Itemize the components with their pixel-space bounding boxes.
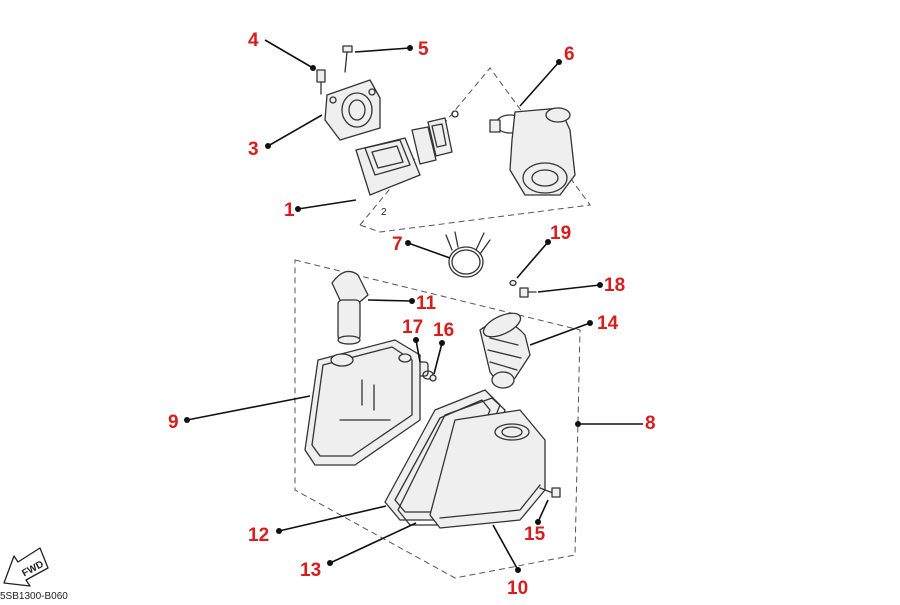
callout-8: 8 <box>645 413 656 434</box>
callout-9: 9 <box>168 412 179 433</box>
part-5-screw <box>342 45 353 73</box>
intake-group-outline <box>359 67 591 233</box>
callout-11: 11 <box>416 293 437 314</box>
callout-10: 10 <box>507 578 528 599</box>
part-15-screw <box>539 487 561 498</box>
part-1-reed-valve <box>355 110 459 196</box>
callout-17: 17 <box>402 317 423 338</box>
part-9-air-cleaner-case <box>304 339 421 466</box>
callout-13: 13 <box>300 560 321 581</box>
callout-19: 19 <box>550 223 571 244</box>
callout-15: 15 <box>524 524 546 545</box>
air-cleaner-group-outline <box>294 259 581 579</box>
part-11-intake-duct <box>331 270 369 345</box>
callout-18: 18 <box>604 275 625 296</box>
part-3-intake-manifold <box>324 79 381 141</box>
callout-1: 1 <box>284 200 295 221</box>
fwd-arrow-icon: FWD <box>3 547 49 587</box>
part-16-collar <box>429 374 437 382</box>
part-19-washer <box>509 279 517 287</box>
callout-14: 14 <box>597 313 619 334</box>
callout-12: 12 <box>248 525 269 546</box>
callout-5: 5 <box>418 39 429 60</box>
callout-3: 3 <box>248 139 259 160</box>
part-10-air-cleaner-cap <box>429 409 546 529</box>
part-18-screw <box>519 287 537 298</box>
callout-6: 6 <box>564 44 575 65</box>
part-4-bolt <box>316 69 326 95</box>
callout-7: 7 <box>392 234 403 255</box>
drawing-code: 5SB1300-B060 <box>0 591 68 600</box>
callout-16: 16 <box>433 320 454 341</box>
carburetor-joint <box>509 107 576 196</box>
leader-lines <box>184 39 643 573</box>
callout-4: 4 <box>248 30 259 51</box>
inline-label-2: 2 <box>381 207 387 218</box>
part-14-intake-boot <box>479 312 531 389</box>
part-7-spring-clamp <box>445 231 491 278</box>
